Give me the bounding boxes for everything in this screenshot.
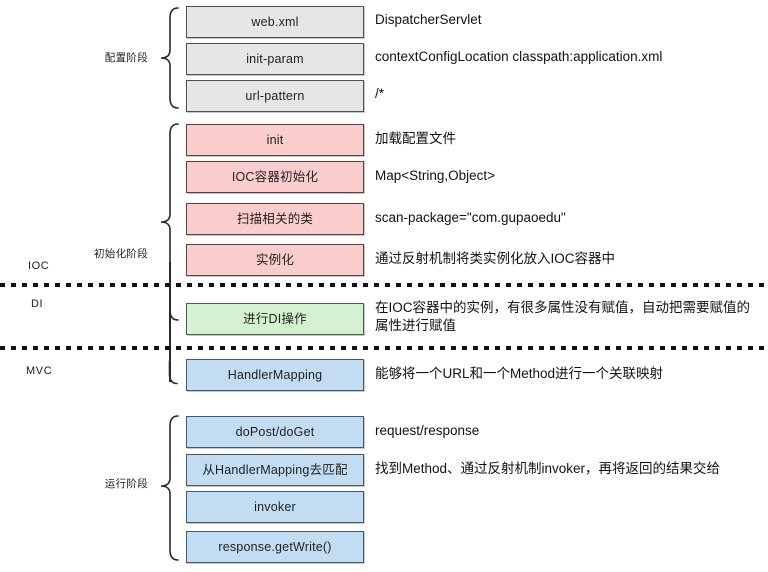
annotation-url-pattern: /*	[375, 86, 385, 101]
annotation-match-handler-mapping: 找到Method、通过反射机制invoker，再将返回的结果交给	[375, 461, 721, 476]
bracket-stem-initialization	[169, 262, 171, 382]
layer-label-di: DI	[31, 298, 44, 310]
layer-label-mvc: MVC	[26, 365, 53, 377]
node-di-operation[interactable]: 进行DI操作	[186, 303, 364, 335]
brace-runtime-stage	[152, 414, 182, 562]
annotation-init: 加载配置文件	[375, 131, 456, 146]
brace-stem-foot	[152, 360, 182, 386]
annotation-init-param: contextConfigLocation classpath:applicat…	[375, 49, 663, 64]
node-handler-mapping[interactable]: HandlerMapping	[186, 359, 364, 391]
node-dopost-doget[interactable]: doPost/doGet	[186, 416, 364, 448]
annotation-di-operation: 在IOC容器中的实例，有很多属性没有赋值，自动把需要赋值的 属性进行赋值	[375, 300, 750, 334]
node-match-handler-mapping[interactable]: 从HandlerMapping去匹配	[186, 454, 364, 486]
node-init-param[interactable]: init-param	[186, 43, 364, 75]
group-label-runtime-stage: 运行阶段	[104, 478, 148, 490]
divider-di-mvc	[0, 346, 768, 350]
annotation-web-xml: DispatcherServlet	[375, 12, 482, 27]
annotation-handler-mapping: 能够将一个URL和一个Method进行一个关联映射	[375, 366, 664, 381]
divider-ioc-di-dots	[0, 283, 768, 287]
node-scan-classes[interactable]: 扫描相关的类	[186, 203, 364, 235]
node-ioc-container-init[interactable]: IOC容器初始化	[186, 161, 364, 193]
brace-initialization-stage	[152, 122, 182, 322]
group-label-configuration-stage: 配置阶段	[104, 52, 148, 64]
node-response-getwrite[interactable]: response.getWrite()	[186, 531, 364, 563]
node-invoker[interactable]: invoker	[186, 491, 364, 523]
annotation-dopost-doget: request/response	[375, 423, 480, 438]
annotation-ioc-container-init: Map<String,Object>	[375, 168, 496, 183]
node-instantiate[interactable]: 实例化	[186, 244, 364, 276]
brace-configuration-stage	[152, 6, 182, 110]
node-url-pattern[interactable]: url-pattern	[186, 80, 364, 112]
divider-di-mvc-dots	[0, 346, 768, 350]
group-label-initialization-stage: 初始化阶段	[94, 248, 148, 260]
annotation-scan-classes: scan-package="com.gupaoedu"	[375, 210, 566, 225]
node-web-xml[interactable]: web.xml	[186, 6, 364, 38]
layer-label-ioc: IOC	[28, 260, 50, 272]
annotation-instantiate: 通过反射机制将类实例化放入IOC容器中	[375, 251, 616, 266]
node-init[interactable]: init	[186, 124, 364, 156]
divider-ioc-di	[0, 283, 768, 287]
